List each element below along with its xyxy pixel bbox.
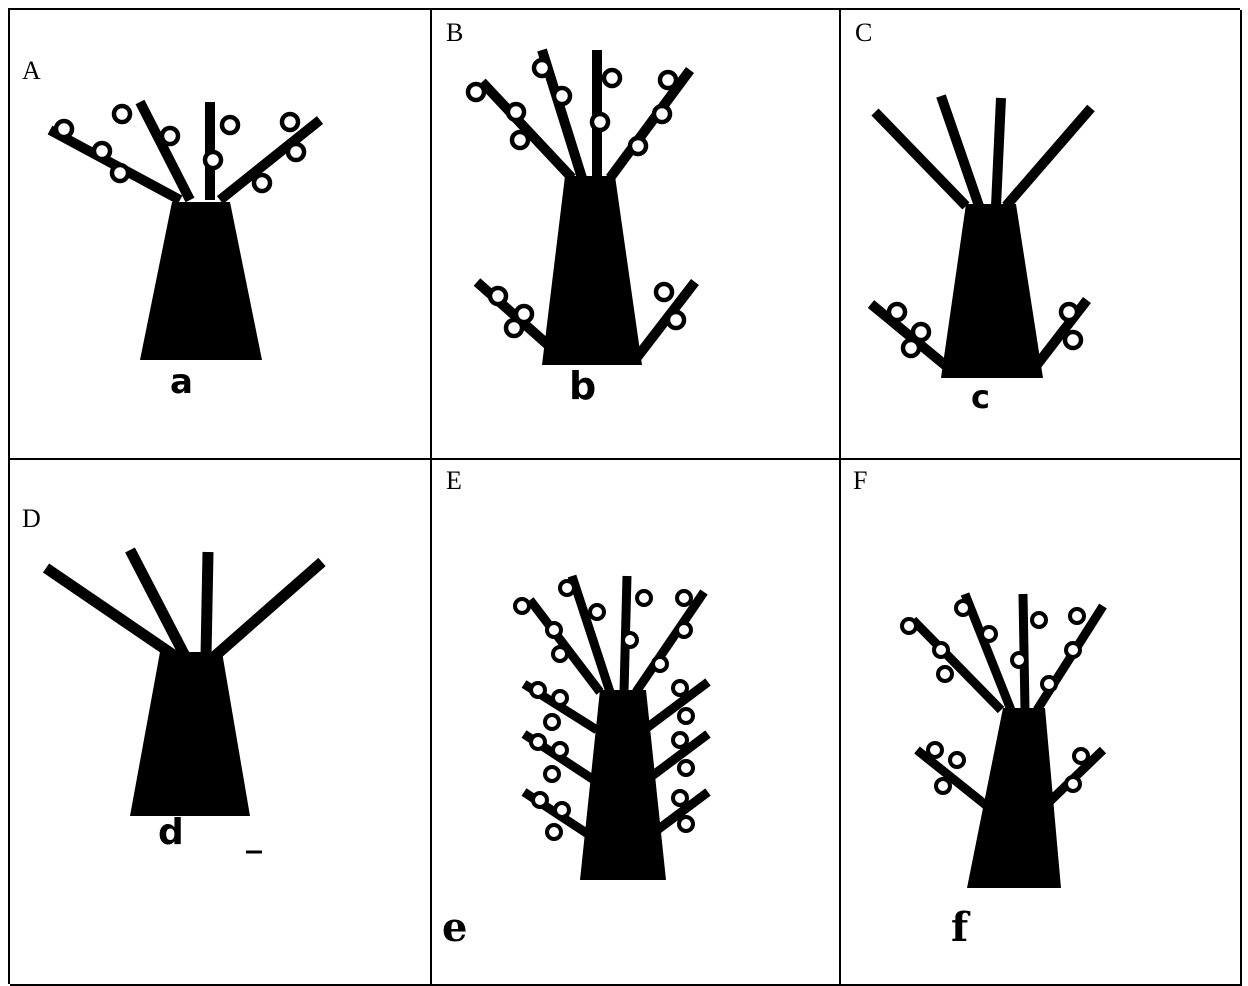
- caption-f: f: [951, 904, 968, 951]
- figure-grid: A a B: [8, 8, 1240, 984]
- tree-drawing-e: [432, 460, 839, 986]
- panel-b: B b: [432, 10, 841, 460]
- panel-d: D d: [10, 460, 432, 986]
- tree-drawing-c: [841, 10, 1240, 458]
- tree-drawing-b: [432, 10, 839, 458]
- tree-drawing-d: [10, 460, 430, 986]
- caption-d: d: [158, 812, 184, 853]
- caption-b: b: [569, 364, 596, 408]
- caption-c: c: [971, 378, 990, 416]
- panel-c: C c: [841, 10, 1242, 460]
- tree-drawing-a: [10, 10, 430, 458]
- caption-e: e: [442, 904, 467, 951]
- panel-e: E: [432, 460, 841, 986]
- panel-f: F f: [841, 460, 1242, 986]
- panel-a: A a: [10, 10, 432, 460]
- tree-drawing-f: [841, 460, 1240, 986]
- caption-a: a: [170, 362, 193, 402]
